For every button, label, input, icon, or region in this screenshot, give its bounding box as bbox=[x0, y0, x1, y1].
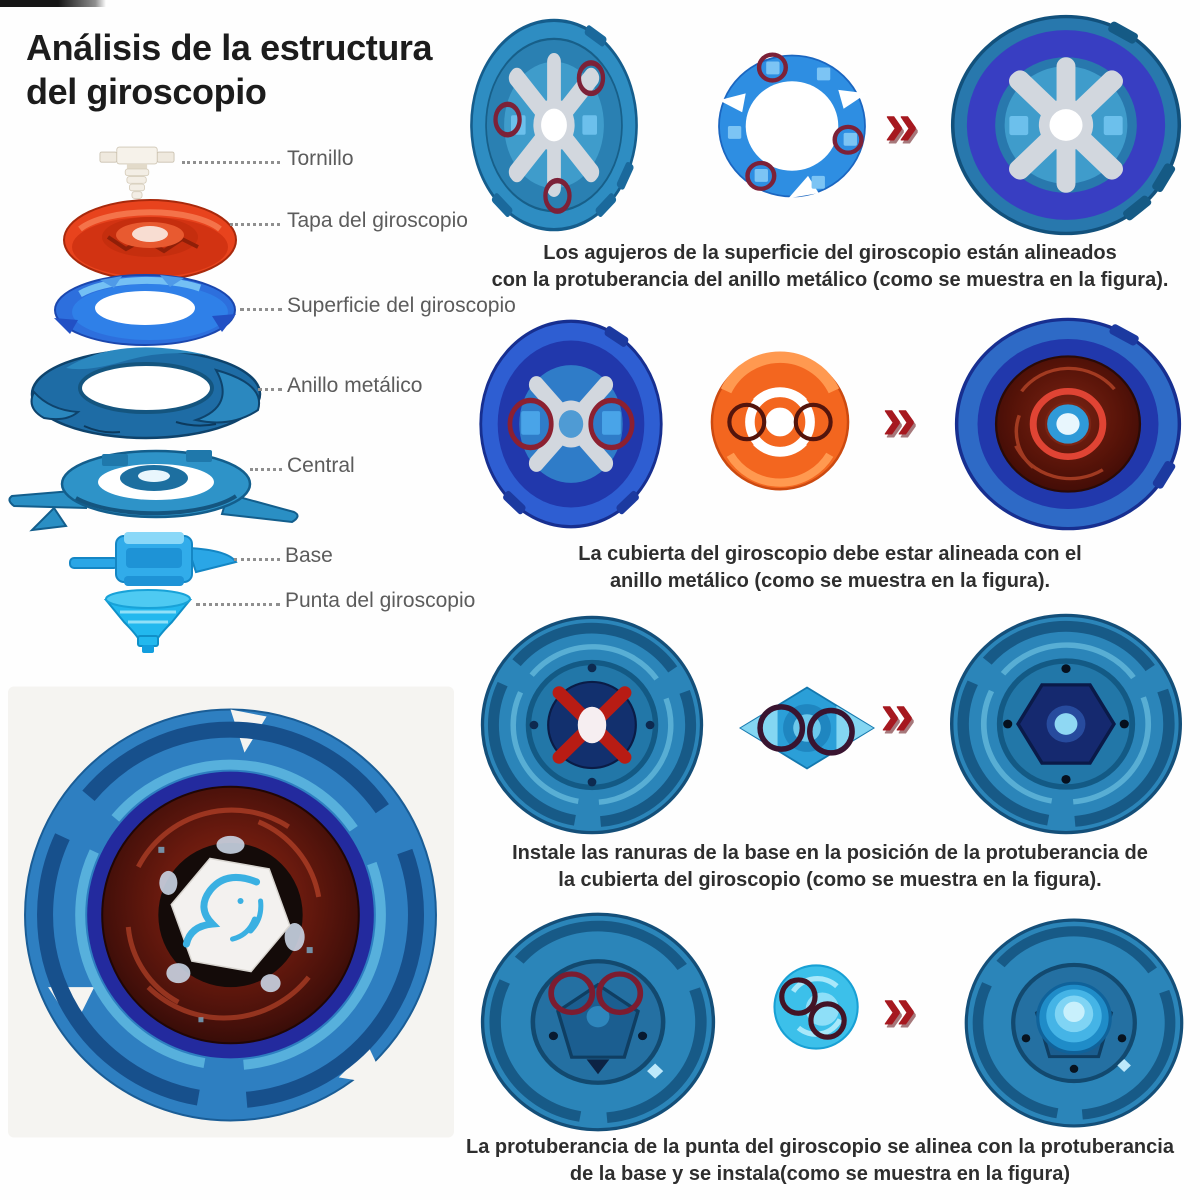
step1-assembled-image bbox=[950, 14, 1182, 236]
step4-bottom-view-image bbox=[480, 912, 716, 1132]
leader-line-tapa bbox=[230, 223, 280, 226]
page-title-line1: Análisis de la estructura bbox=[26, 27, 433, 68]
rim-notches bbox=[1109, 324, 1176, 489]
maroon-texture bbox=[125, 807, 322, 1021]
lion-logo bbox=[182, 873, 264, 948]
double-chevron-icon: » bbox=[880, 680, 915, 749]
alignment-marker-circles bbox=[507, 397, 635, 451]
pin-holes bbox=[529, 663, 655, 787]
swirl-highlights bbox=[510, 644, 674, 805]
rim-notches bbox=[1108, 21, 1176, 221]
metal-ring-part-image bbox=[30, 347, 262, 440]
step4-caption-line2: de la base y se instala(como se muestra … bbox=[569, 1163, 1071, 1185]
scan-artifact-strip bbox=[0, 0, 106, 7]
step4-caption: La protuberancia de la punta del girosco… bbox=[438, 1134, 1200, 1188]
gyro-cap-part-image bbox=[63, 199, 237, 281]
step2-caption-line1: La cubierta del giroscopio debe estar al… bbox=[578, 543, 1082, 565]
alignment-marker-circles bbox=[745, 52, 864, 191]
alignment-marker-circles bbox=[548, 971, 644, 1016]
swirl-blades bbox=[972, 926, 1176, 1120]
leader-line-anillo bbox=[258, 388, 282, 391]
double-chevron-icon: » bbox=[882, 974, 917, 1043]
alignment-marker-circles bbox=[493, 60, 606, 214]
step3-caption-line2: la cubierta del giroscopio (como se mues… bbox=[558, 869, 1102, 891]
pin-holes bbox=[1021, 1034, 1127, 1073]
leader-line-superficie bbox=[240, 308, 282, 311]
leader-line-punta bbox=[196, 603, 280, 606]
step3-assembled-image bbox=[950, 613, 1182, 835]
light-petals bbox=[159, 835, 305, 993]
part-label-tornillo: Tornillo bbox=[287, 147, 354, 170]
step1-caption-line2: con la protuberancia del anillo metálico… bbox=[491, 269, 1169, 291]
step3-base-piece-image bbox=[738, 686, 876, 770]
rim-notches bbox=[503, 326, 639, 515]
leader-line-tornillo bbox=[182, 161, 280, 164]
leader-line-base bbox=[234, 558, 280, 561]
double-chevron-icon: » bbox=[882, 384, 917, 453]
base-part-image bbox=[69, 532, 238, 586]
step4-tip-piece-image bbox=[773, 964, 859, 1050]
swirl-highlights bbox=[75, 759, 386, 1070]
pin-holes bbox=[1003, 664, 1129, 784]
screw-part-image bbox=[99, 146, 175, 199]
part-label-tapa: Tapa del giroscopio bbox=[287, 209, 468, 232]
step2-assembled-image bbox=[954, 317, 1182, 531]
gyro-tip-part-image bbox=[103, 589, 193, 653]
page-title-line2: del giroscopio bbox=[26, 71, 267, 112]
step4-assembled-image bbox=[964, 918, 1184, 1128]
step2-assembly-top-image bbox=[479, 319, 663, 529]
step2-caption: La cubierta del giroscopio debe estar al… bbox=[468, 541, 1192, 595]
step1-surface-ring-image bbox=[718, 52, 867, 199]
rim-notches bbox=[491, 25, 634, 217]
pin-holes bbox=[548, 1031, 648, 1041]
swirl-blades bbox=[487, 622, 697, 827]
step1-metal-ring-top-image bbox=[470, 18, 638, 232]
alignment-marker-circles bbox=[757, 704, 855, 756]
sparkles bbox=[158, 846, 313, 1023]
gyro-surface-part-image bbox=[54, 274, 236, 346]
step2-orange-cover-image bbox=[710, 351, 850, 491]
swirl-blades bbox=[37, 721, 424, 1108]
part-label-anillo: Anillo metálico bbox=[287, 374, 423, 397]
alignment-marker-circles bbox=[779, 977, 847, 1040]
leader-line-central bbox=[250, 468, 282, 471]
part-label-central: Central bbox=[287, 454, 355, 477]
swirl-blades bbox=[957, 620, 1175, 827]
swirl-highlights bbox=[980, 642, 1152, 805]
step2-caption-line2: anillo metálico (como se muestra en la f… bbox=[609, 570, 1051, 592]
part-label-punta: Punta del giroscopio bbox=[285, 589, 476, 612]
step4-caption-line1: La protuberancia de la punta del girosco… bbox=[466, 1136, 1174, 1158]
step1-caption: Los agujeros de la superficie del girosc… bbox=[468, 240, 1192, 294]
step3-caption-line1: Instale las ranuras de la base en la pos… bbox=[512, 842, 1148, 864]
surface-tabs bbox=[727, 61, 857, 189]
step1-caption-line1: Los agujeros de la superficie del girosc… bbox=[543, 242, 1117, 264]
central-part-image bbox=[8, 449, 299, 532]
assembled-beyblade-photo bbox=[8, 686, 454, 1138]
step3-caption: Instale las ranuras de la base en la pos… bbox=[458, 840, 1200, 894]
part-label-superficie: Superficie del giroscopio bbox=[287, 294, 516, 317]
maroon-texture bbox=[1014, 366, 1116, 481]
step3-bottom-view-image bbox=[480, 615, 704, 835]
swirl-blades bbox=[489, 920, 707, 1123]
part-label-base: Base bbox=[285, 544, 333, 567]
alignment-marker-circles bbox=[727, 402, 833, 442]
double-chevron-icon: » bbox=[884, 90, 919, 159]
